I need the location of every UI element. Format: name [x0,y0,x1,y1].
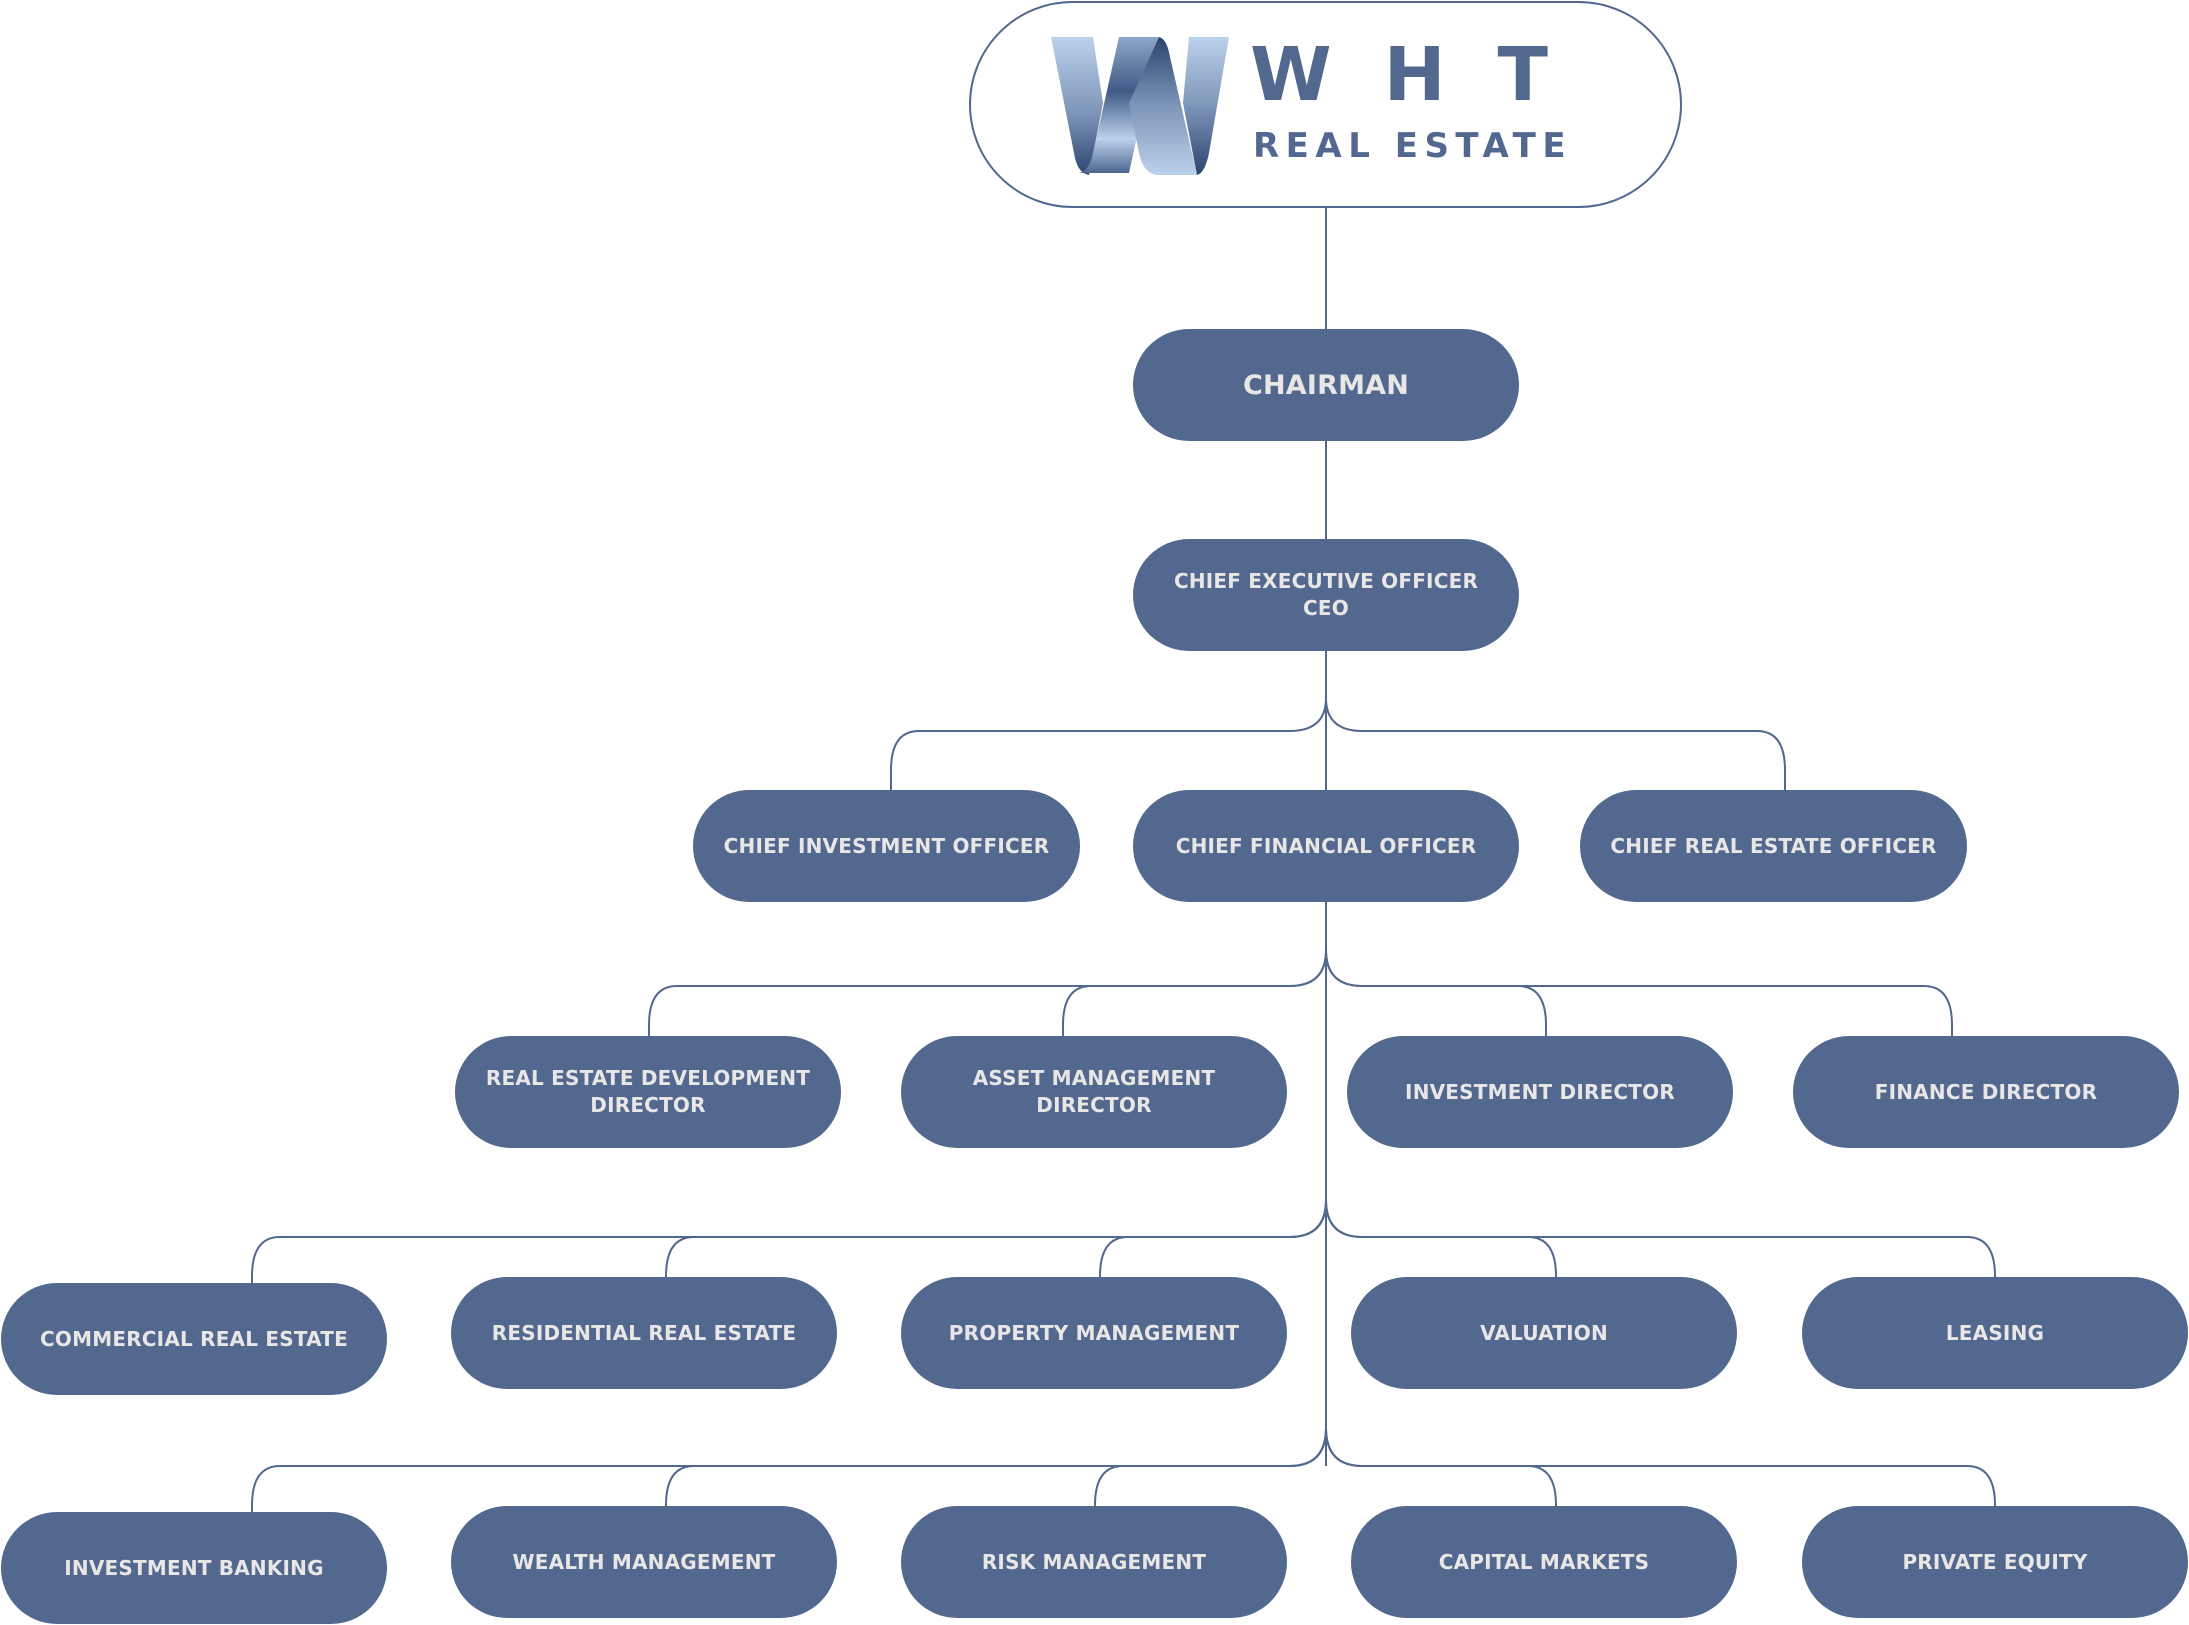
connector-valuation [1325,1199,1557,1277]
node-label: COMMERCIAL REAL ESTATE [40,1326,348,1351]
node-residential-real-estate[interactable]: RESIDENTIAL REAL ESTATE [451,1277,837,1389]
connector-cfo-am-director [1062,949,1327,1036]
connector-cfo-red-director [648,949,1327,1036]
connector-investment-banking [251,1427,1327,1512]
node-ceo[interactable]: CHIEF EXECUTIVE OFFICER CEO [1133,539,1519,651]
node-investment-director[interactable]: INVESTMENT DIRECTOR [1347,1036,1733,1148]
node-label: CAPITAL MARKETS [1438,1549,1650,1574]
node-finance-director[interactable]: FINANCE DIRECTOR [1793,1036,2179,1148]
node-label: INVESTMENT BANKING [64,1555,324,1580]
node-label: INVESTMENT DIRECTOR [1405,1079,1675,1104]
node-label: CHIEF INVESTMENT OFFICER [723,833,1050,858]
node-label: CHIEF REAL ESTATE OFFICER [1610,833,1937,858]
node-cfo[interactable]: CHIEF FINANCIAL OFFICER [1133,790,1519,902]
node-chairman[interactable]: CHAIRMAN [1133,329,1519,441]
node-real-estate-development-director[interactable]: REAL ESTATE DEVELOPMENT DIRECTOR [455,1036,841,1148]
node-investment-banking[interactable]: INVESTMENT BANKING [1,1512,387,1624]
connector-cfo-fin-director [1325,949,1953,1036]
node-label: LEASING [1945,1320,2045,1345]
node-label: RESIDENTIAL REAL ESTATE [491,1320,797,1345]
node-private-equity[interactable]: PRIVATE EQUITY [1802,1506,2188,1618]
node-cio[interactable]: CHIEF INVESTMENT OFFICER [693,790,1080,902]
node-label: CHAIRMAN [1242,369,1410,401]
node-property-management[interactable]: PROPERTY MANAGEMENT [901,1277,1287,1389]
node-risk-management[interactable]: RISK MANAGEMENT [901,1506,1287,1618]
connector-property-mgmt [1099,1199,1327,1277]
connector-leasing [1325,1199,1996,1277]
node-label: PRIVATE EQUITY [1902,1549,2088,1574]
node-leasing[interactable]: LEASING [1802,1277,2188,1389]
node-capital-markets[interactable]: CAPITAL MARKETS [1351,1506,1737,1618]
connector-private-equity [1325,1427,1996,1506]
logo-subtitle: REAL ESTATE [1253,126,1573,166]
connector-commercial-re [251,1199,1327,1283]
node-label: CHIEF EXECUTIVE OFFICER CEO [1173,569,1479,620]
connector-residential-re [665,1199,1327,1277]
wht-w-logo-icon [1051,37,1229,175]
node-label: RISK MANAGEMENT [981,1549,1207,1574]
node-label: CHIEF FINANCIAL OFFICER [1175,833,1477,858]
connector-risk-mgmt [1094,1427,1327,1506]
node-label: WEALTH MANAGEMENT [512,1549,776,1574]
node-label: ASSET MANAGEMENT DIRECTOR [972,1066,1216,1117]
node-label: PROPERTY MANAGEMENT [948,1320,1240,1345]
node-label: REAL ESTATE DEVELOPMENT DIRECTOR [485,1066,811,1117]
connector-cfo-inv-director [1325,949,1547,1036]
node-label: FINANCE DIRECTOR [1874,1079,2098,1104]
connector-ceo-creo [1325,697,1786,790]
connector-ceo-cio [890,697,1327,790]
node-wealth-management[interactable]: WEALTH MANAGEMENT [451,1506,837,1618]
node-label: VALUATION [1480,1320,1608,1345]
node-valuation[interactable]: VALUATION [1351,1277,1737,1389]
node-asset-management-director[interactable]: ASSET MANAGEMENT DIRECTOR [901,1036,1287,1148]
logo-title: WHT [1250,32,1601,118]
node-creo[interactable]: CHIEF REAL ESTATE OFFICER [1580,790,1967,902]
node-commercial-real-estate[interactable]: COMMERCIAL REAL ESTATE [1,1283,387,1395]
